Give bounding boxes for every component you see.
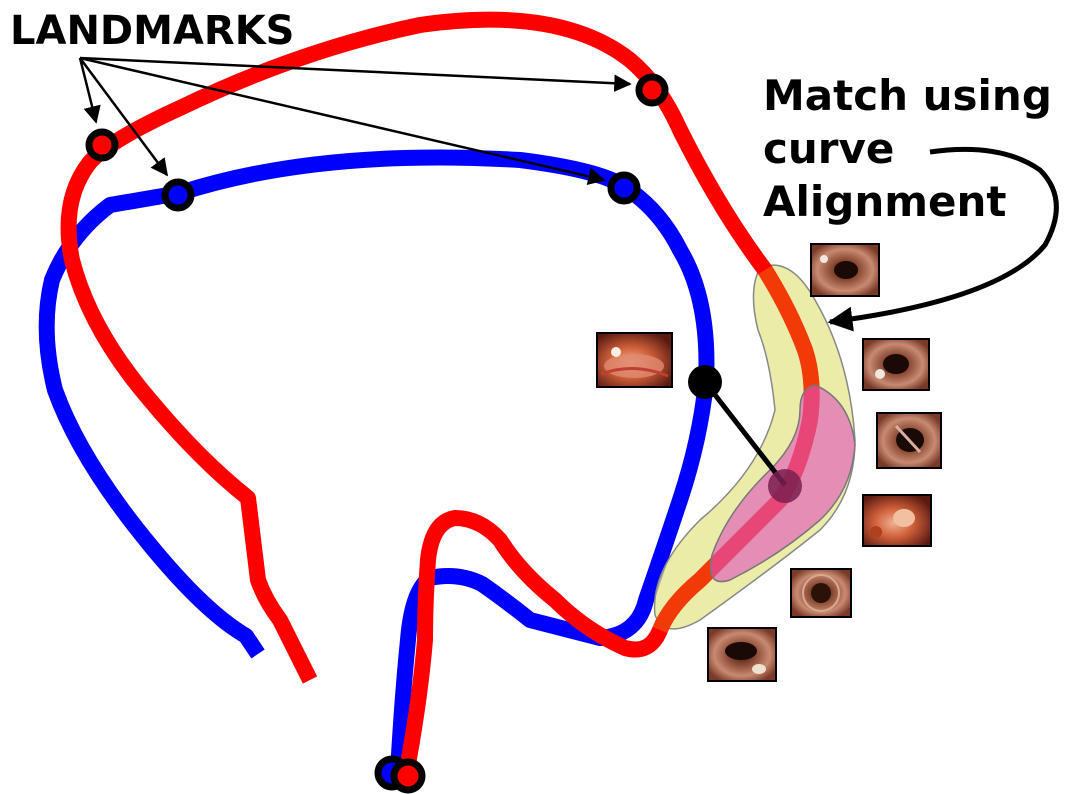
match-label-line3: Alignment — [763, 177, 1007, 226]
red-curve — [60, 11, 820, 777]
match-label-line1: Match using — [763, 71, 1052, 120]
landmark-red-top — [635, 73, 669, 107]
arrow-to-red-left — [78, 57, 101, 124]
thumbnail-frame-5 — [790, 568, 852, 618]
landmark-markers — [85, 73, 669, 794]
landmarks-label: LANDMARKS — [10, 8, 295, 54]
query-point — [688, 365, 722, 399]
landmark-blue-right — [607, 171, 641, 205]
landmark-arrows — [78, 56, 632, 185]
alignment-arrow — [827, 146, 1059, 332]
thumbnail-frame-6 — [707, 627, 777, 682]
thumbnail-frame-4 — [862, 494, 932, 547]
thumbnail-frame-3 — [876, 412, 942, 469]
matched-point — [768, 469, 802, 503]
blue-curve — [38, 149, 715, 773]
landmark-red-left — [85, 128, 119, 162]
thumbnail-query — [596, 332, 673, 388]
match-label-line2: curve — [763, 124, 894, 173]
arrow-to-blue-left — [78, 57, 169, 177]
query-connector — [703, 380, 787, 487]
arrow-to-blue-right — [79, 56, 606, 185]
landmark-blue-left — [161, 178, 195, 212]
landmark-red-bottom — [390, 758, 426, 794]
thumbnail-frame-2 — [862, 338, 930, 391]
arrow-to-red-top — [79, 56, 632, 92]
thumbnail-frame-1 — [810, 243, 880, 297]
